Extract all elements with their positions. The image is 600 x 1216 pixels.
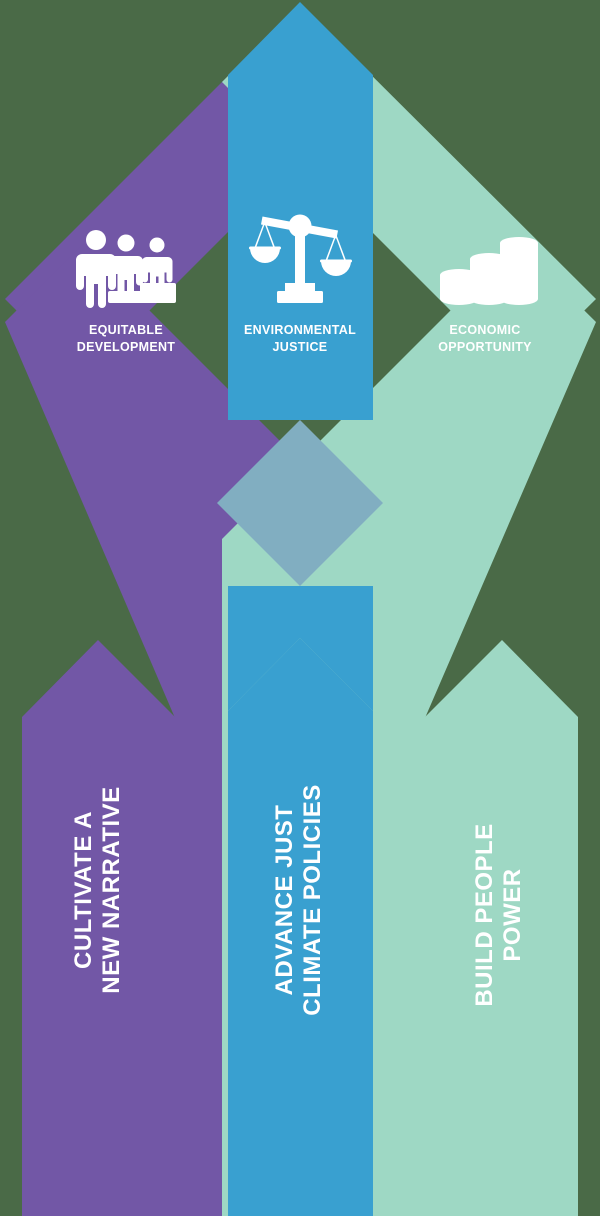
strategy-label-line1: CULTIVATE A [70,811,97,969]
strategy-label-build-people-power: BUILD PEOPLE POWER [471,823,526,1006]
strategy-label-line1: ADVANCE JUST [271,805,298,996]
pillar-label-line1: ECONOMIC [449,323,520,337]
strategy-label-line2: NEW NARRATIVE [98,786,125,993]
strategy-label-cultivate-a-new-narrative: CULTIVATE A NEW NARRATIVE [70,786,125,993]
strategy-label-line2: POWER [499,868,526,961]
strategy-label-advance-just-climate-policies: ADVANCE JUST CLIMATE POLICIES [271,784,326,1016]
teal-column [425,640,578,1216]
pillar-label-environmental-justice: ENVIRONMENTAL JUSTICE [244,323,356,354]
strategy-label-line2: CLIMATE POLICIES [299,784,326,1016]
coin-stacks-icon [440,237,538,305]
blue-layer [228,2,373,1216]
pillar-label-line2: OPPORTUNITY [438,340,532,354]
pillar-label-line1: ENVIRONMENTAL [244,323,356,337]
pillar-label-line2: DEVELOPMENT [77,340,176,354]
band-overlap-diamond [217,420,383,586]
pillar-label-economic-opportunity: ECONOMIC OPPORTUNITY [438,323,532,354]
pillar-label-equitable-development: EQUITABLE DEVELOPMENT [77,323,176,354]
coin-stack-short [440,269,478,305]
purple-column [22,640,175,1216]
blue-crossing-connector [228,386,373,420]
balance-scales-icon [249,214,352,303]
three-people-equity-icon [76,230,176,308]
coin-stack-tall [500,237,538,305]
strategy-label-line1: BUILD PEOPLE [471,823,498,1006]
blue-bottom-arrow [228,638,373,1216]
blue-crossing-connector-lower [228,586,373,711]
pillar-label-line1: EQUITABLE [89,323,163,337]
blue-top-arrow [228,2,373,386]
coin-stack-medium [470,253,508,305]
pillar-label-line2: JUSTICE [273,340,328,354]
